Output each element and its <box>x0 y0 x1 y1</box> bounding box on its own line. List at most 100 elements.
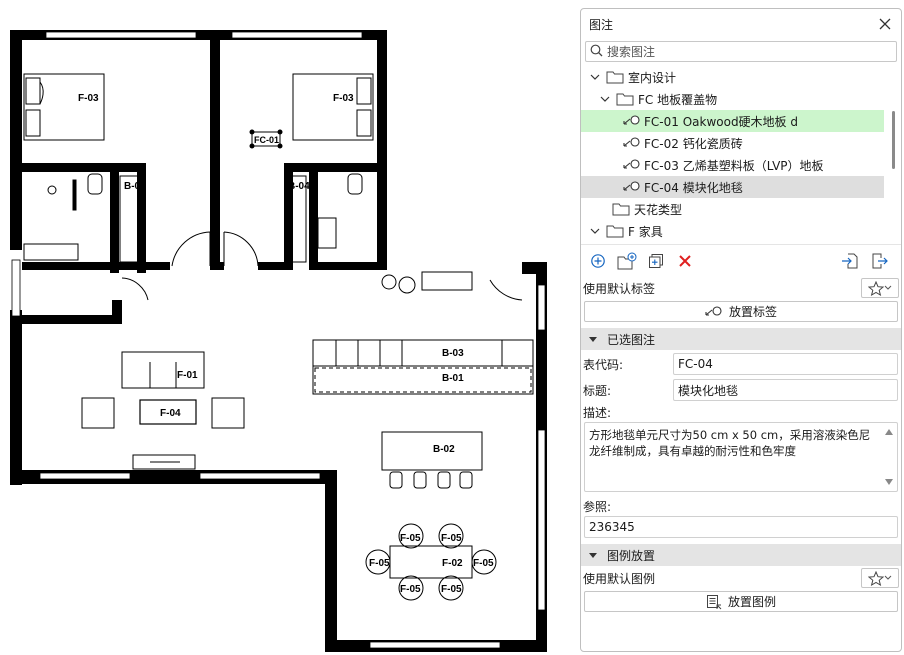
bed-right <box>292 73 374 141</box>
export-icon[interactable] <box>869 250 891 272</box>
chevron-down-icon[interactable] <box>589 71 601 83</box>
keynote-tag-icon <box>623 181 640 191</box>
place-tag-button[interactable]: 放置标签 <box>584 301 898 322</box>
tree-label: FC 地板覆盖物 <box>638 92 718 107</box>
chevron-down-icon <box>884 285 892 290</box>
collapse-triangle-icon <box>589 552 597 558</box>
folder-icon <box>612 203 630 216</box>
tree-item-fc04[interactable]: FC-04 模块化地毯 <box>581 176 884 198</box>
panel-header: 图注 <box>581 9 901 39</box>
default-tag-label: 使用默认标签 <box>583 281 656 296</box>
tag-f05-1[interactable]: F-05 <box>400 533 421 544</box>
legend-favorite-button[interactable] <box>861 568 899 588</box>
code-label: 表代码: <box>583 357 624 372</box>
tag-b04-left[interactable]: B-04 <box>124 181 146 192</box>
tree-label: F 家具 <box>628 224 663 239</box>
tree-toolbar <box>581 244 901 276</box>
tag-b03[interactable]: B-03 <box>442 348 464 359</box>
floor-plan-canvas[interactable]: F-03 F-03 FC-01 B-04 B-04 <box>0 0 575 655</box>
tag-f03-right[interactable]: F-03 <box>333 93 354 104</box>
close-icon[interactable] <box>877 16 893 32</box>
duplicate-icon[interactable] <box>645 250 667 272</box>
legend-section-header[interactable]: 图例放置 <box>581 544 901 566</box>
tree-folder-floor-covering[interactable]: FC 地板覆盖物 <box>581 88 884 110</box>
default-tag-row: 使用默认标签 <box>581 276 901 300</box>
tag-f01[interactable]: F-01 <box>177 370 198 381</box>
delete-icon[interactable] <box>674 250 696 272</box>
living-furniture <box>81 351 245 470</box>
tag-f05-3[interactable]: F-05 <box>369 558 390 569</box>
keynote-panel: 图注 室内设计 FC 地板覆盖物 FC-01 Oakwood硬木地板 d <box>580 8 902 652</box>
tree-item-fc02[interactable]: FC-02 钙化瓷质砖 <box>581 132 884 154</box>
search-box[interactable] <box>585 41 897 62</box>
svg-text:FC-01: FC-01 <box>254 135 279 145</box>
code-field-row: 表代码: FC-04 <box>581 352 901 376</box>
chevron-down-icon[interactable] <box>599 93 611 105</box>
keynote-tag-icon <box>623 115 640 125</box>
tag-f03-left[interactable]: F-03 <box>78 93 99 104</box>
scroll-up-icon[interactable] <box>885 429 893 435</box>
place-legend-button[interactable]: 放置图例 <box>584 591 898 612</box>
tag-b02[interactable]: B-02 <box>433 444 455 455</box>
star-icon <box>868 280 884 296</box>
keynote-tag-icon <box>623 159 640 169</box>
doors <box>121 231 523 301</box>
tree-item-fc03[interactable]: FC-03 乙烯基塑料板（LVP）地板 <box>581 154 884 176</box>
add-folder-icon[interactable] <box>616 250 638 272</box>
section-title: 已选图注 <box>607 332 656 347</box>
selected-keynote-section-header[interactable]: 已选图注 <box>581 328 901 350</box>
tree-folder-furniture[interactable]: F 家具 <box>581 220 884 242</box>
tag-favorite-button[interactable] <box>861 278 899 298</box>
chevron-down-icon <box>884 575 892 580</box>
bathroom-fixtures <box>23 173 363 263</box>
tree-label: 室内设计 <box>628 70 677 85</box>
tag-f02[interactable]: F-02 <box>442 558 463 569</box>
place-tag-label: 放置标签 <box>728 305 777 319</box>
folder-icon <box>606 71 624 84</box>
tree-label: 天花类型 <box>634 202 683 217</box>
legend-icon <box>706 594 722 610</box>
tree-scrollbar[interactable] <box>892 111 895 169</box>
tag-f05-6[interactable]: F-05 <box>441 584 462 595</box>
keynote-tag-icon <box>623 137 640 147</box>
tree-item-fc01[interactable]: FC-01 Oakwood硬木地板 d <box>581 110 884 132</box>
section-title: 图例放置 <box>607 548 656 563</box>
tree-folder-ceiling-types[interactable]: 天花类型 <box>581 198 884 220</box>
walls <box>10 30 547 652</box>
code-input[interactable]: FC-04 <box>673 353 898 375</box>
windows <box>11 31 546 649</box>
tree-label: FC-04 模块化地毯 <box>644 180 743 195</box>
keynote-tree[interactable]: 室内设计 FC 地板覆盖物 FC-01 Oakwood硬木地板 d FC-02 … <box>581 66 901 244</box>
tag-b04-right[interactable]: B-04 <box>288 181 310 192</box>
panel-title: 图注 <box>589 17 614 32</box>
title-input[interactable]: 模块化地毯 <box>673 379 898 401</box>
bed-left <box>23 73 105 141</box>
search-icon <box>590 44 603 60</box>
description-text: 方形地毯单元尺寸为50 cm x 50 cm，采用溶液染色尼龙纤维制成，具有卓越… <box>589 428 871 458</box>
tag-f05-2[interactable]: F-05 <box>441 533 462 544</box>
chevron-down-icon[interactable] <box>589 225 601 237</box>
ref-label: 参照: <box>583 499 612 514</box>
tag-b01[interactable]: B-01 <box>442 373 464 384</box>
scroll-down-icon[interactable] <box>885 479 893 485</box>
reference-input[interactable]: 236345 <box>584 516 898 538</box>
import-icon[interactable] <box>839 250 861 272</box>
tag-fc01-selection[interactable]: FC-01 <box>249 129 283 149</box>
tag-f04[interactable]: F-04 <box>160 408 181 419</box>
folder-icon <box>616 93 634 106</box>
folder-icon <box>606 225 624 238</box>
desc-label: 描述: <box>583 405 612 420</box>
dining-set <box>365 523 497 601</box>
tag-f05-5[interactable]: F-05 <box>400 584 421 595</box>
description-textarea[interactable]: 方形地毯单元尺寸为50 cm x 50 cm，采用溶液染色尼龙纤维制成，具有卓越… <box>584 422 898 492</box>
place-legend-label: 放置图例 <box>727 595 776 609</box>
tree-label: FC-02 钙化瓷质砖 <box>644 136 743 151</box>
add-keynote-icon[interactable] <box>587 250 609 272</box>
kitchen-cabinets <box>312 339 534 489</box>
tree-label: FC-03 乙烯基塑料板（LVP）地板 <box>644 158 824 173</box>
tree-folder-interior[interactable]: 室内设计 <box>581 66 884 88</box>
search-input[interactable] <box>607 44 896 59</box>
star-icon <box>868 570 884 586</box>
tag-f05-4[interactable]: F-05 <box>473 558 494 569</box>
keynote-tag-icon <box>705 305 723 318</box>
